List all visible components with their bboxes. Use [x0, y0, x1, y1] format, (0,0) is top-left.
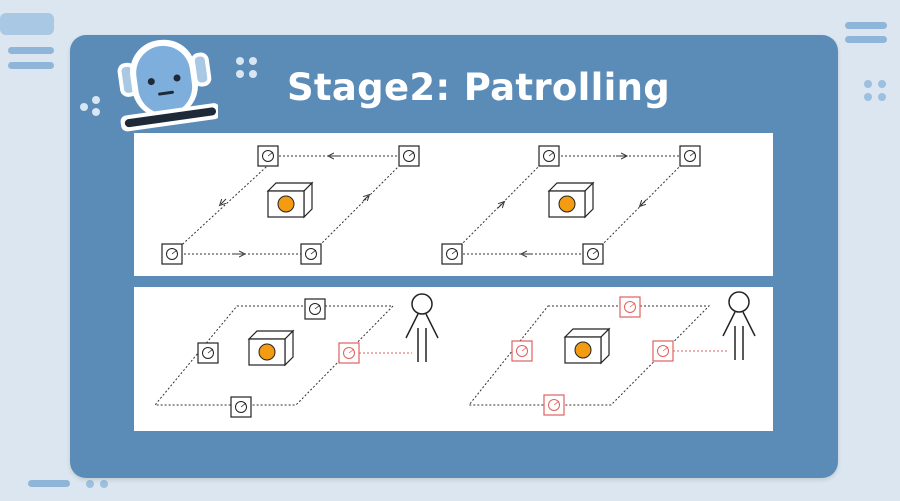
camera-alert-icon [652, 340, 674, 362]
deco-dot [864, 93, 872, 101]
deco-dot [92, 96, 100, 104]
detection-scene-single [153, 293, 439, 418]
target-icon [564, 328, 610, 364]
deco-dot [249, 70, 257, 78]
deco-bar [8, 47, 54, 54]
deco-bar [0, 13, 54, 35]
patrol-route-clockwise [441, 145, 701, 265]
target-icon [548, 182, 594, 218]
deco-dot [878, 80, 886, 88]
robot-mascot-icon [117, 39, 218, 132]
deco-dot [92, 108, 100, 116]
deco-dot [236, 57, 244, 65]
deco-dot [864, 80, 872, 88]
camera-icon [304, 298, 326, 320]
person-icon [722, 291, 756, 361]
deco-dot [100, 480, 108, 488]
deco-bar [845, 36, 887, 43]
camera-alert-icon [619, 296, 641, 318]
deco-dot [86, 480, 94, 488]
target-icon [248, 330, 294, 366]
camera-icon [679, 145, 701, 167]
deco-dot [878, 93, 886, 101]
camera-icon [441, 243, 463, 265]
camera-icon [398, 145, 420, 167]
deco-bar [8, 62, 54, 69]
deco-bar [28, 480, 70, 487]
detection-panel [134, 287, 773, 431]
patrol-route-counterclockwise [161, 145, 420, 265]
deco-dot [249, 57, 257, 65]
camera-alert-icon [338, 342, 360, 364]
camera-alert-icon [511, 340, 533, 362]
camera-icon [538, 145, 560, 167]
person-icon [405, 293, 439, 363]
camera-icon [197, 342, 219, 364]
deco-dot [80, 103, 88, 111]
camera-icon [257, 145, 279, 167]
camera-alert-icon [543, 394, 565, 416]
camera-icon [300, 243, 322, 265]
camera-icon [230, 396, 252, 418]
patrol-route-panel [134, 133, 773, 276]
deco-bar [845, 22, 887, 29]
deco-dot [236, 70, 244, 78]
target-icon [267, 182, 313, 218]
camera-icon [161, 243, 183, 265]
detection-scene-all [467, 291, 756, 416]
slide-title: Stage2: Patrolling [286, 66, 671, 109]
camera-icon [582, 243, 604, 265]
